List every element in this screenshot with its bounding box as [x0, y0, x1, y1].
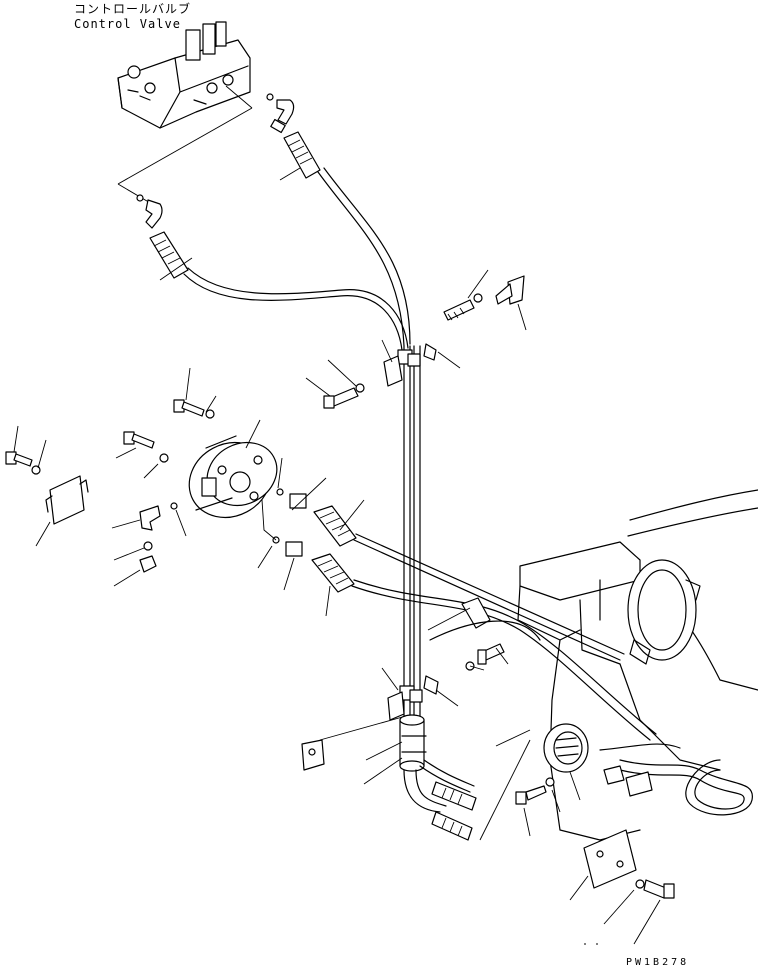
flange-bolts [123, 399, 215, 463]
lower-round-flange [543, 723, 589, 773]
machine-frame [429, 489, 758, 841]
upper-elbow-left [136, 194, 163, 229]
vertical-pipes [403, 345, 421, 721]
left-small-fittings [139, 502, 178, 573]
lower-bolt [515, 777, 555, 805]
control-valve-label-japanese: コントロールバルブ [74, 2, 192, 16]
left-bracket [5, 451, 89, 525]
flange-right-fittings [272, 488, 357, 593]
lower-clamp [387, 675, 439, 721]
coiled-hose [599, 743, 753, 816]
drawing-id: PW1B278 [626, 957, 690, 968]
flange-adapter [188, 435, 278, 519]
lower-clamp-bolt [465, 643, 505, 671]
control-valve-label-english: Control Valve [74, 17, 181, 31]
cover-plate [583, 829, 675, 899]
hose-fitting-upper-right [283, 131, 321, 179]
upper-clamp-bolt [323, 383, 365, 409]
hose-fitting-upper-left [149, 231, 189, 279]
mid-hose-fitting [461, 597, 491, 629]
upper-right-bracket [443, 275, 525, 321]
reference-leaders [13, 167, 661, 945]
lower-small-bracket [301, 739, 325, 771]
upper-clamp [383, 343, 437, 387]
lower-right-hose-fitting [603, 765, 653, 797]
lower-hose-fitting-2 [431, 811, 473, 841]
lower-hose-fitting-1 [431, 781, 477, 811]
upper-elbow-right [266, 93, 295, 134]
lower-filter-body [399, 714, 427, 772]
control-valve [117, 21, 251, 129]
